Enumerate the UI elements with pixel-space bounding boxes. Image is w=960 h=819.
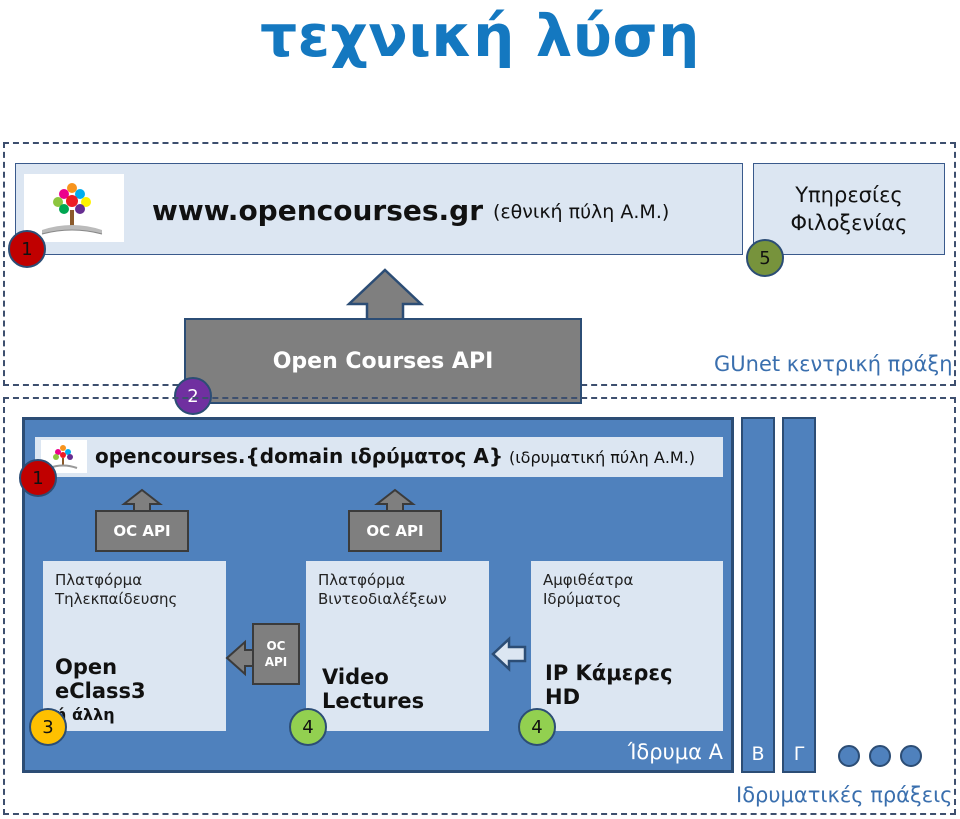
institution-a-box: opencourses.{domain ιδρύματος Α} (ιδρυμα… [22, 417, 734, 773]
hosting-line-2: Φιλοξενίας [790, 211, 908, 235]
platform-eclass-name: Open eClass3 [55, 655, 146, 703]
badge-national-portal: 1 [8, 230, 46, 268]
platform-video-sub-1: Πλατφόρμα [318, 571, 406, 589]
hosting-line-1: Υπηρεσίες [795, 183, 903, 207]
open-courses-api-block[interactable]: Open Courses API [184, 318, 582, 404]
institution-portal-url[interactable]: opencourses.{domain ιδρύματος Α} [95, 444, 504, 468]
oc-api-arrow-2 [374, 488, 416, 512]
badge-eclass: 3 [29, 708, 67, 746]
institution-portal-note: (ιδρυματική πύλη Α.Μ.) [509, 448, 696, 467]
central-zone-label: GUnet κεντρική πράξη [714, 352, 953, 376]
institutional-zone-label: Ιδρυματικές πράξεις [736, 783, 953, 807]
opencourses-logo-icon [24, 174, 124, 242]
platform-cameras-sub-1: Αμφιθέατρα [543, 571, 634, 589]
oc-api-button-1[interactable]: OC API [95, 510, 189, 552]
institution-b-label: Β [751, 743, 765, 765]
platform-video-sub-2: Βιντεοδιαλέξεων [318, 590, 447, 608]
platform-cameras[interactable]: Αμφιθέατρα Ιδρύματος IP Κάμερες HD [531, 561, 723, 731]
api-up-arrow [345, 268, 425, 322]
oc-api-label-1: OC API [113, 522, 171, 540]
badge-hosting: 5 [746, 239, 784, 277]
national-portal-note: (εθνική πύλη Α.Μ.) [493, 201, 670, 223]
national-portal-url[interactable]: www.opencourses.gr [152, 194, 484, 227]
badge-video-lectures: 4 [289, 708, 327, 746]
oc-api-left-arrow [225, 639, 259, 677]
platform-eclass[interactable]: Πλατφόρμα Τηλεκπαίδευσης Open eClass3 ή … [43, 561, 226, 731]
badge-cameras: 4 [518, 708, 556, 746]
oc-api-arrow-1 [121, 488, 163, 512]
institution-c-column[interactable]: Γ [782, 417, 816, 773]
platform-eclass-sub-2: Τηλεκπαίδευσης [55, 590, 178, 608]
open-courses-api-label: Open Courses API [272, 348, 494, 374]
platform-eclass-sub-1: Πλατφόρμα [55, 571, 143, 589]
oc-api-button-2[interactable]: OC API [348, 510, 442, 552]
platform-cameras-name: IP Κάμερες HD [545, 661, 673, 709]
institution-b-column[interactable]: Β [741, 417, 775, 773]
institution-c-label: Γ [793, 743, 805, 765]
institutional-zone [3, 397, 956, 815]
hosting-services-box[interactable]: Υπηρεσίες Φιλοξενίας [753, 163, 945, 255]
camera-to-video-arrow [491, 636, 527, 672]
national-portal-box[interactable]: www.opencourses.gr (εθνική πύλη Α.Μ.) [15, 163, 743, 255]
platform-video-lectures[interactable]: Πλατφόρμα Βιντεοδιαλέξεων Video Lectures [306, 561, 489, 731]
institution-portal-bar[interactable]: opencourses.{domain ιδρύματος Α} (ιδρυμα… [35, 437, 723, 477]
more-dot-1 [838, 745, 860, 767]
more-dot-2 [869, 745, 891, 767]
institution-a-label: Ίδρυμα Α [627, 740, 723, 764]
oc-api-small-button[interactable]: OC API [252, 623, 300, 685]
oc-api-small-label-1: OC [266, 639, 286, 653]
platform-cameras-sub-2: Ιδρύματος [543, 590, 622, 608]
page-title: τεχνική λύση [260, 2, 700, 70]
more-dot-3 [900, 745, 922, 767]
platform-video-name: Video Lectures [322, 665, 425, 713]
oc-api-label-2: OC API [366, 522, 424, 540]
badge-institution-portal: 1 [19, 459, 57, 497]
badge-api: 2 [174, 377, 212, 415]
platform-eclass-extra: ή άλλη [55, 705, 115, 724]
oc-api-small-label-2: API [264, 655, 288, 669]
